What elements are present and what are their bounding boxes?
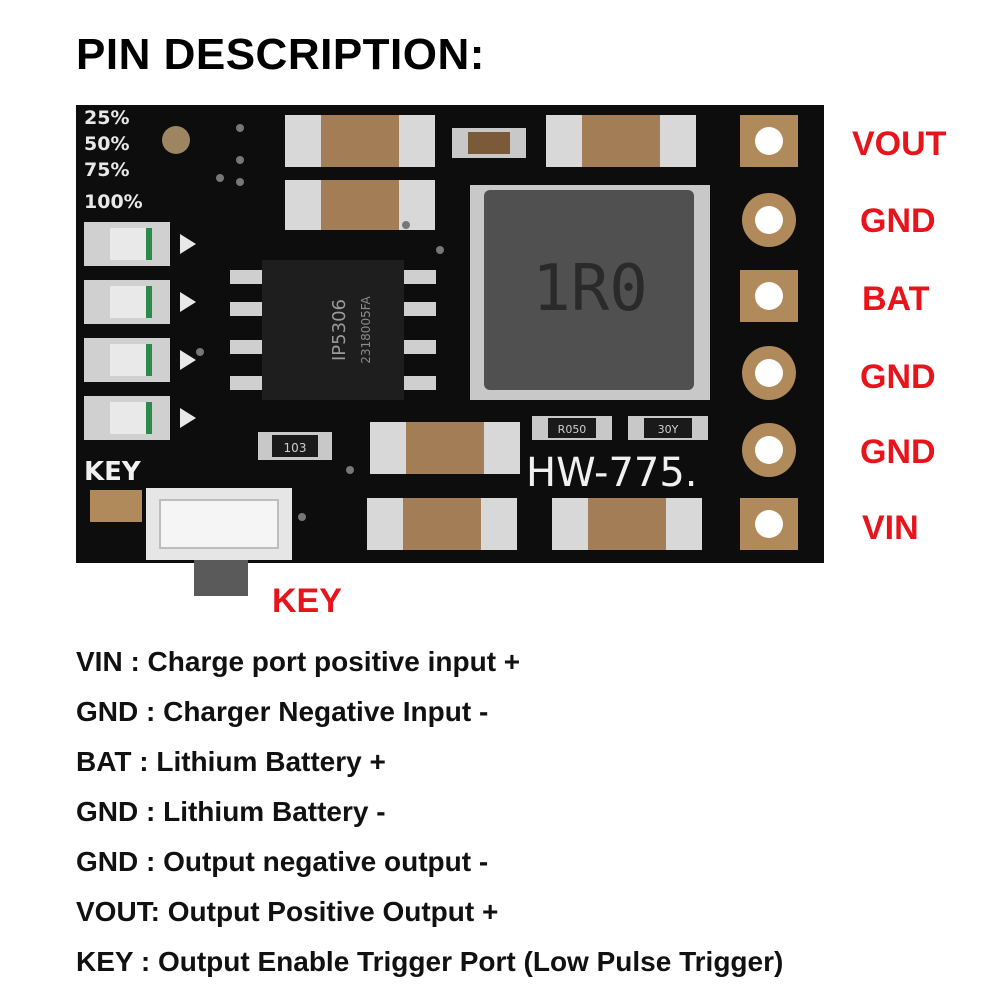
description-vout: VOUT: Output Positive Output + <box>76 896 499 927</box>
capacitor-mid <box>370 422 520 474</box>
capacitor-bottom-2 <box>552 498 702 550</box>
key-pad <box>90 490 142 522</box>
inductor-marking: 1R0 <box>532 252 648 326</box>
test-pad <box>162 126 190 154</box>
description-gnd-charger: GND : Charger Negative Input - <box>76 696 489 727</box>
pin-label-gnd-1: GND <box>860 202 936 240</box>
description-key: KEY : Output Enable Trigger Port (Low Pu… <box>76 946 784 977</box>
led-label-100: 100% <box>84 191 143 213</box>
capacitor-top-2 <box>285 180 435 230</box>
resistor-marking-103: 103 <box>284 441 307 455</box>
capacitor-top-3 <box>546 115 696 167</box>
led-4 <box>84 396 196 440</box>
pin-pad-vin <box>740 498 798 550</box>
description-gnd-output: GND : Output negative output - <box>76 846 489 877</box>
small-resistor-top <box>452 128 526 158</box>
resistor-marking-30y: 30Y <box>658 423 679 436</box>
capacitor-top-1 <box>285 115 435 167</box>
led-label-50: 50% <box>84 133 129 155</box>
resistor-marking-r050: R050 <box>558 423 587 436</box>
pin-pad-bat <box>740 270 798 322</box>
pin-pad-gnd-3 <box>742 423 796 477</box>
key-callout-label: KEY <box>272 582 342 620</box>
pin-label-gnd-3: GND <box>860 433 936 471</box>
resistor-103: 103 <box>258 432 332 460</box>
capacitor-bottom-1 <box>367 498 517 550</box>
led-2 <box>84 280 196 324</box>
led-label-25: 25% <box>84 107 129 129</box>
resistor-30y: 30Y <box>628 416 708 440</box>
ic-chip: IP5306 2318005FA <box>230 260 436 400</box>
key-switch <box>146 488 292 596</box>
led-1 <box>84 222 196 266</box>
chip-marking-2: 2318005FA <box>359 295 373 363</box>
inductor: 1R0 <box>470 185 710 400</box>
pin-label-gnd-2: GND <box>860 358 936 396</box>
pin-pad-gnd-1 <box>742 193 796 247</box>
key-silkscreen: KEY <box>84 457 142 487</box>
led-3 <box>84 338 196 382</box>
model-silkscreen: HW-775. <box>526 450 698 496</box>
chip-marking-1: IP5306 <box>329 299 350 361</box>
resistor-r050: R050 <box>532 416 612 440</box>
description-gnd-battery: GND : Lithium Battery - <box>76 796 386 827</box>
pin-label-bat: BAT <box>862 280 930 318</box>
pin-pad-gnd-2 <box>742 346 796 400</box>
pin-label-vin: VIN <box>862 509 919 547</box>
description-bat: BAT : Lithium Battery + <box>76 746 386 777</box>
pin-pad-vout <box>740 115 798 167</box>
page-title: PIN DESCRIPTION: <box>76 30 485 79</box>
led-label-75: 75% <box>84 159 129 181</box>
pin-label-vout: VOUT <box>852 125 947 163</box>
description-vin: VIN : Charge port positive input + <box>76 646 521 677</box>
